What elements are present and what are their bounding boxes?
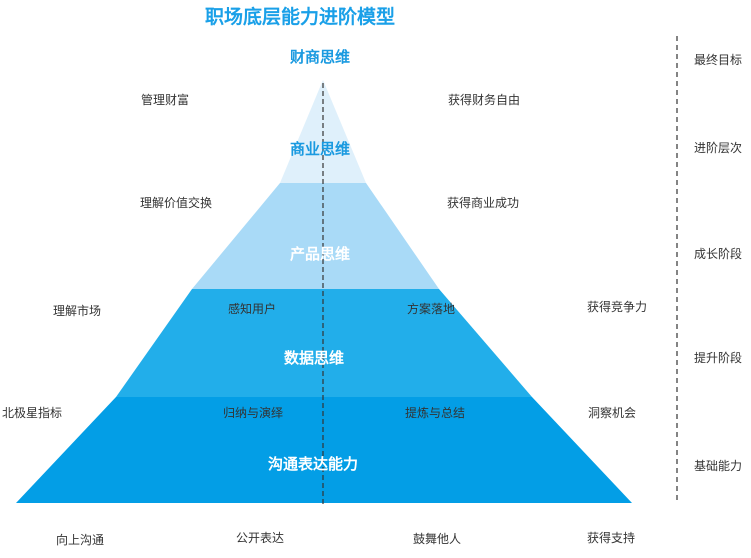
bottom-label-inspire-others: 鼓舞他人: [412, 532, 462, 546]
stage-label-advanced-level: 进阶层次: [694, 141, 743, 155]
bottom-label-upward-communication: 向上沟通: [55, 533, 105, 547]
stage-label-final-goal: 最终目标: [694, 53, 743, 67]
stage-label-growth: 成长阶段: [694, 247, 743, 261]
inner-label-induction-deduction: 归纳与演绎: [222, 406, 284, 420]
tier-product-shape: [192, 183, 439, 289]
tier-communication-shape: [16, 397, 632, 503]
bottom-label-public-speaking: 公开表达: [235, 531, 285, 545]
page-title: 职场底层能力进阶模型: [204, 6, 395, 28]
left-label-north-star: 北极星指标: [2, 406, 63, 420]
right-label-competitiveness: 获得竞争力: [586, 300, 648, 314]
tier-data-shape: [116, 289, 532, 397]
tier-label-product: 产品思维: [289, 245, 351, 263]
right-label-insight: 洞察机会: [587, 406, 637, 420]
left-label-manage-wealth: 管理财富: [140, 93, 190, 107]
left-label-understand-market: 理解市场: [52, 304, 102, 318]
tier-label-communication: 沟通表达能力: [267, 455, 359, 473]
stage-label-improvement: 提升阶段: [694, 351, 743, 365]
tier-label-wealth: 财商思维: [289, 48, 351, 66]
tier-label-data: 数据思维: [283, 349, 345, 367]
tier-label-business: 商业思维: [289, 140, 351, 158]
right-label-financial-freedom: 获得财务自由: [447, 93, 521, 107]
inner-label-solution-landing: 方案落地: [406, 302, 456, 316]
inner-label-refine-summarize: 提炼与总结: [404, 406, 466, 420]
inner-label-perceive-users: 感知用户: [227, 302, 277, 316]
left-label-value-exchange: 理解价值交换: [139, 196, 213, 210]
stage-label-foundation: 基础能力: [694, 459, 743, 473]
bottom-label-gain-support: 获得支持: [586, 531, 636, 545]
right-label-business-success: 获得商业成功: [446, 196, 520, 210]
